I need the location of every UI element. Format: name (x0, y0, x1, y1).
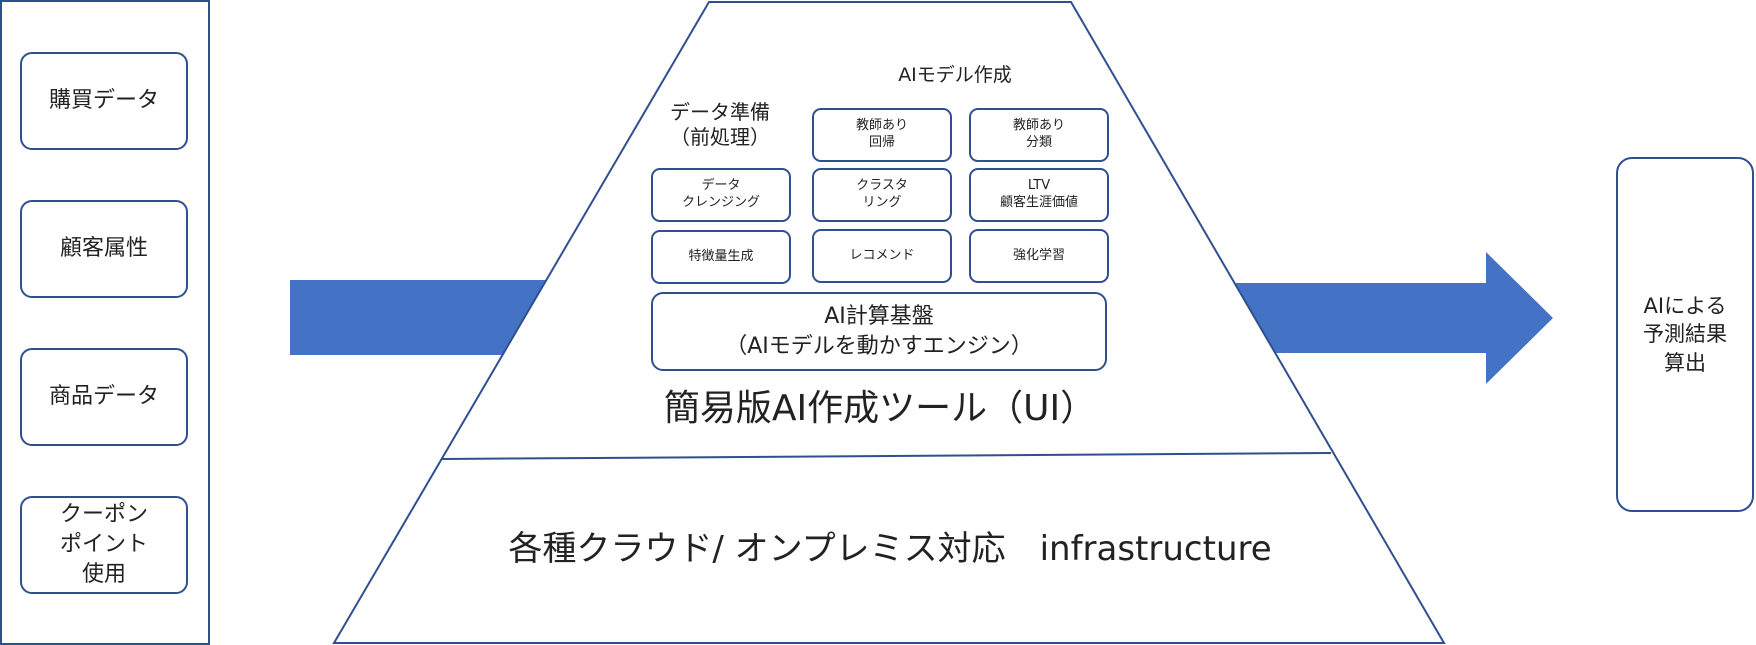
ai-engine-box: AI計算基盤 （AIモデルを動かすエンジン） (651, 292, 1107, 371)
input-purchase-data: 購買データ (20, 52, 188, 150)
input-coupon-point-usage: クーポン ポイント 使用 (20, 496, 188, 594)
data-prep-title: データ準備 （前処理） (670, 100, 770, 149)
tool-title: 簡易版AI作成ツール（UI） (663, 388, 1097, 429)
module-reinforcement-learning: 強化学習 (969, 229, 1109, 283)
module-ltv: LTV 顧客生涯価値 (969, 168, 1109, 222)
left-arrow (290, 280, 560, 355)
module-supervised-regression: 教師あり 回帰 (812, 108, 952, 162)
output-result-box: AIによる 予測結果 算出 (1616, 157, 1754, 512)
ai-model-title: AIモデル作成 (898, 64, 1012, 86)
input-product-data: 商品データ (20, 348, 188, 446)
module-recommend: レコメンド (812, 229, 952, 283)
module-data-cleansing: データ クレンジング (651, 168, 791, 222)
module-clustering: クラスタ リング (812, 168, 952, 222)
input-panel (0, 0, 210, 645)
pyramid-divider (441, 452, 1332, 460)
infrastructure-label: 各種クラウド/ オンプレミス対応 infrastructure (508, 529, 1272, 569)
module-feature-generation: 特徴量生成 (651, 230, 791, 284)
right-arrow (1232, 252, 1553, 384)
module-supervised-classification: 教師あり 分類 (969, 108, 1109, 162)
input-customer-attributes: 顧客属性 (20, 200, 188, 298)
